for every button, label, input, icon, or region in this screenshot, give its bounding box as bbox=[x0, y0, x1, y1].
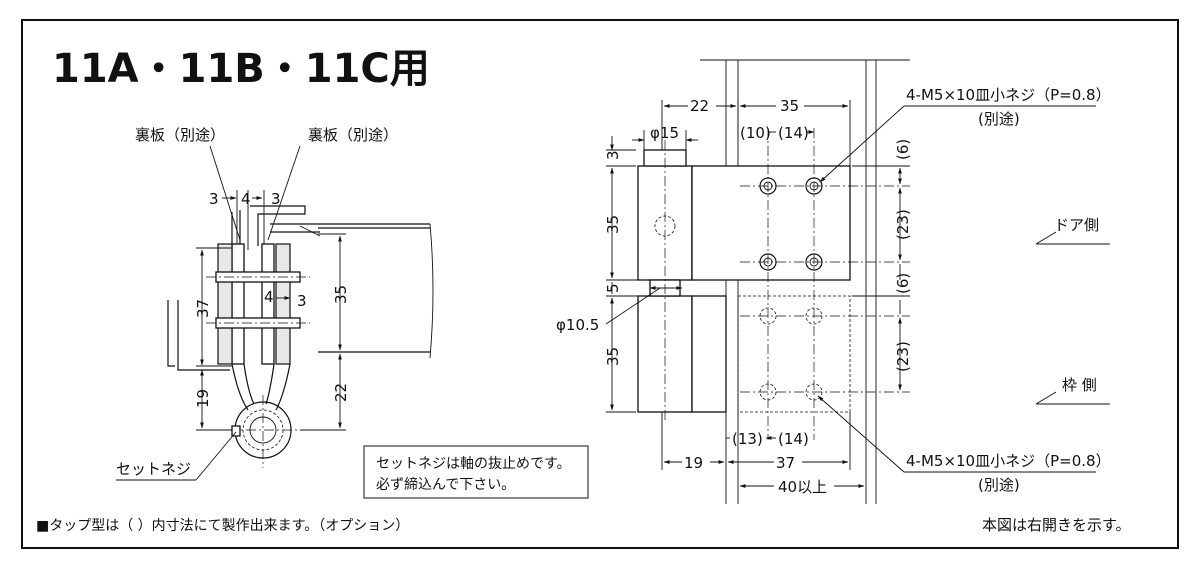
note-line-2: 必ず締込んで下さい。 bbox=[376, 476, 515, 493]
right-dim-14-top: (14) bbox=[778, 124, 809, 142]
right-dim-6-b: (6) bbox=[894, 273, 912, 294]
right-dim-35-lower: 35 bbox=[604, 347, 622, 366]
back-plate-left-leader bbox=[209, 145, 241, 241]
left-dim-22: 22 bbox=[332, 383, 350, 402]
frame-side-label: 枠 側 bbox=[1062, 376, 1097, 394]
footnote-right-opening: 本図は右開きを示す。 bbox=[982, 516, 1131, 534]
right-dim-phi15: φ15 bbox=[650, 124, 679, 142]
right-elevation-view: 22 35 φ15 (10) (14) 3 35 5 35 φ10.5 bbox=[556, 59, 1111, 504]
right-dim-3: 3 bbox=[604, 150, 622, 160]
left-dim-19: 19 bbox=[194, 389, 212, 408]
outer-border bbox=[21, 19, 1179, 549]
back-plate-right-label: 裏板（別途） bbox=[308, 126, 398, 144]
screw-bottom-spec: 4-M5×10皿小ネジ（P=0.8） bbox=[906, 452, 1111, 470]
right-dim-35-top: 35 bbox=[780, 97, 799, 115]
left-dim-mid-3: 3 bbox=[297, 292, 307, 310]
right-dim-23-a: (23) bbox=[894, 209, 912, 240]
right-dim-37: 37 bbox=[776, 454, 795, 472]
frame-screw-holes bbox=[759, 307, 823, 401]
right-dim-14-bottom: (14) bbox=[778, 430, 809, 448]
left-dim-mid-4: 4 bbox=[264, 288, 274, 306]
left-dim-3a: 3 bbox=[209, 190, 219, 208]
screw-bottom-note: (別途) bbox=[978, 476, 1020, 494]
left-dim-3b: 3 bbox=[271, 190, 281, 208]
door-side-label: ドア側 bbox=[1054, 216, 1099, 234]
back-plate-left-label: 裏板（別途） bbox=[135, 126, 225, 144]
note-line-1: セットネジは軸の抜止めです。 bbox=[376, 456, 571, 472]
right-dim-6-a: (6) bbox=[894, 139, 912, 160]
right-dim-40: 40以上 bbox=[778, 478, 827, 496]
right-dim-23-b: (23) bbox=[894, 341, 912, 372]
right-dim-5: 5 bbox=[604, 283, 622, 293]
right-dim-35-upper: 35 bbox=[604, 215, 622, 234]
right-dim-13: (13) bbox=[732, 430, 763, 448]
right-dim-22: 22 bbox=[690, 97, 709, 115]
left-plan-view: 裏板（別途） 裏板（別途） 3 4 3 bbox=[116, 126, 434, 481]
right-dim-19: 19 bbox=[684, 454, 703, 472]
left-dim-4: 4 bbox=[241, 190, 251, 208]
left-dim-35: 35 bbox=[332, 285, 350, 304]
page-title: 11A・11B・11C用 bbox=[52, 46, 430, 92]
screw-top-spec: 4-M5×10皿小ネジ（P=0.8） bbox=[906, 86, 1111, 104]
left-dim-37: 37 bbox=[194, 299, 212, 318]
set-screw-note-box: セットネジは軸の抜止めです。 必ず締込んで下さい。 bbox=[363, 445, 589, 499]
set-screw-label: セットネジ bbox=[116, 460, 191, 478]
screw-top-note: (別途) bbox=[978, 110, 1020, 128]
footnote-tap-type: ■タップ型は（ ）内寸法にて製作出来ます。（オプション） bbox=[36, 518, 409, 534]
right-dim-10: (10) bbox=[740, 124, 771, 142]
right-dim-phi105: φ10.5 bbox=[556, 316, 599, 334]
